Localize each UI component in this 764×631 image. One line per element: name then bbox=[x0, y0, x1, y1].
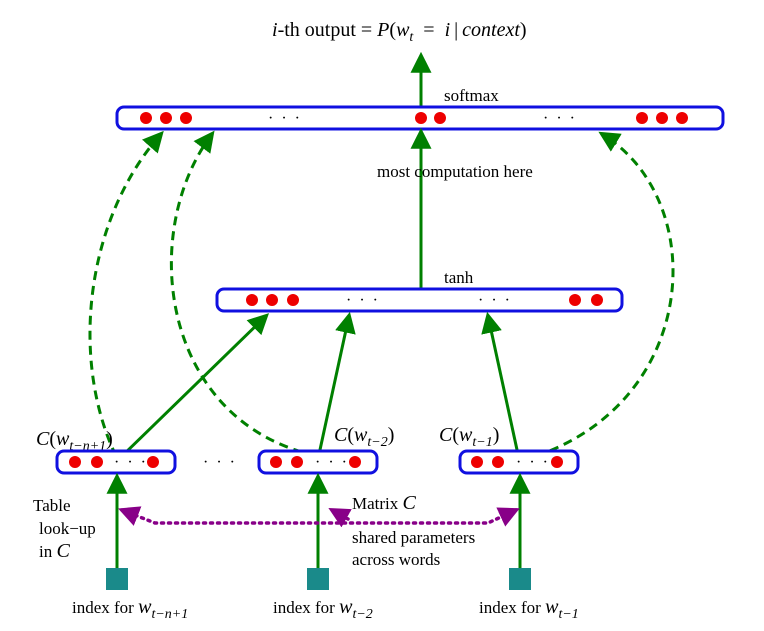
neuron bbox=[676, 112, 688, 124]
softmax-ellipsis-left: · · · bbox=[268, 110, 302, 127]
neuron bbox=[180, 112, 192, 124]
embedding2-label: C(wt−2) bbox=[334, 424, 394, 450]
neuron bbox=[349, 456, 361, 468]
softmax-ellipsis-right: · · · bbox=[543, 110, 577, 127]
neuron bbox=[287, 294, 299, 306]
output-title: i-th output = P(wt=i|context) bbox=[272, 19, 527, 45]
embedding3-ellipsis: · · · bbox=[516, 454, 550, 471]
index1-label: index for wt−n+1 bbox=[72, 596, 188, 622]
neuron bbox=[69, 456, 81, 468]
neuron bbox=[160, 112, 172, 124]
neuron bbox=[140, 112, 152, 124]
neuron bbox=[415, 112, 427, 124]
table-lookup-line2: look−up bbox=[39, 519, 96, 538]
neuron bbox=[591, 294, 603, 306]
softmax-label: softmax bbox=[444, 86, 499, 105]
neuron bbox=[246, 294, 258, 306]
skip-connection-1 bbox=[88, 130, 164, 457]
skip-connection-3 bbox=[535, 131, 675, 458]
softmax-neurons bbox=[140, 112, 688, 124]
shared-parameters-line1: shared parameters bbox=[352, 528, 475, 547]
embedding2-to-tanh-arrow bbox=[316, 311, 356, 460]
table-lookup-line1: Table bbox=[33, 496, 71, 515]
index2-square bbox=[307, 568, 329, 590]
tanh-ellipsis-left: · · · bbox=[346, 292, 380, 309]
shared-parameters-link-center bbox=[328, 507, 352, 528]
matrix-label: Matrix C bbox=[352, 492, 417, 514]
embedding1-ellipsis: · · · bbox=[114, 454, 148, 471]
embedding1-to-tanh-arrow bbox=[117, 313, 270, 461]
index3-square bbox=[509, 568, 531, 590]
neuron bbox=[471, 456, 483, 468]
neuron bbox=[569, 294, 581, 306]
embedding3-to-tanh-arrow bbox=[481, 311, 521, 460]
index1-square bbox=[106, 568, 128, 590]
tanh-layer-box bbox=[215, 287, 624, 313]
neuron bbox=[492, 456, 504, 468]
index2-label: index for wt−2 bbox=[273, 596, 373, 622]
neuron bbox=[91, 456, 103, 468]
neuron bbox=[636, 112, 648, 124]
shared-parameters-line2: across words bbox=[352, 550, 440, 569]
computation-label: most computation here bbox=[377, 162, 533, 181]
between-embeddings-ellipsis: · · · bbox=[203, 454, 237, 471]
neuron bbox=[147, 456, 159, 468]
embedding2-ellipsis: · · · bbox=[315, 454, 349, 471]
neuron bbox=[551, 456, 563, 468]
skip-connection-2 bbox=[169, 130, 303, 454]
neuron bbox=[270, 456, 282, 468]
neuron bbox=[291, 456, 303, 468]
tanh-ellipsis-right: · · · bbox=[478, 292, 512, 309]
index3-label: index for wt−1 bbox=[479, 596, 579, 622]
neuron bbox=[266, 294, 278, 306]
neuron bbox=[656, 112, 668, 124]
table-lookup-line3: in C bbox=[39, 540, 70, 562]
tanh-label: tanh bbox=[444, 268, 474, 287]
neuron bbox=[434, 112, 446, 124]
shared-parameters-link bbox=[118, 506, 520, 527]
embedding3-label: C(wt−1) bbox=[439, 424, 499, 450]
tanh-neurons bbox=[246, 294, 603, 306]
